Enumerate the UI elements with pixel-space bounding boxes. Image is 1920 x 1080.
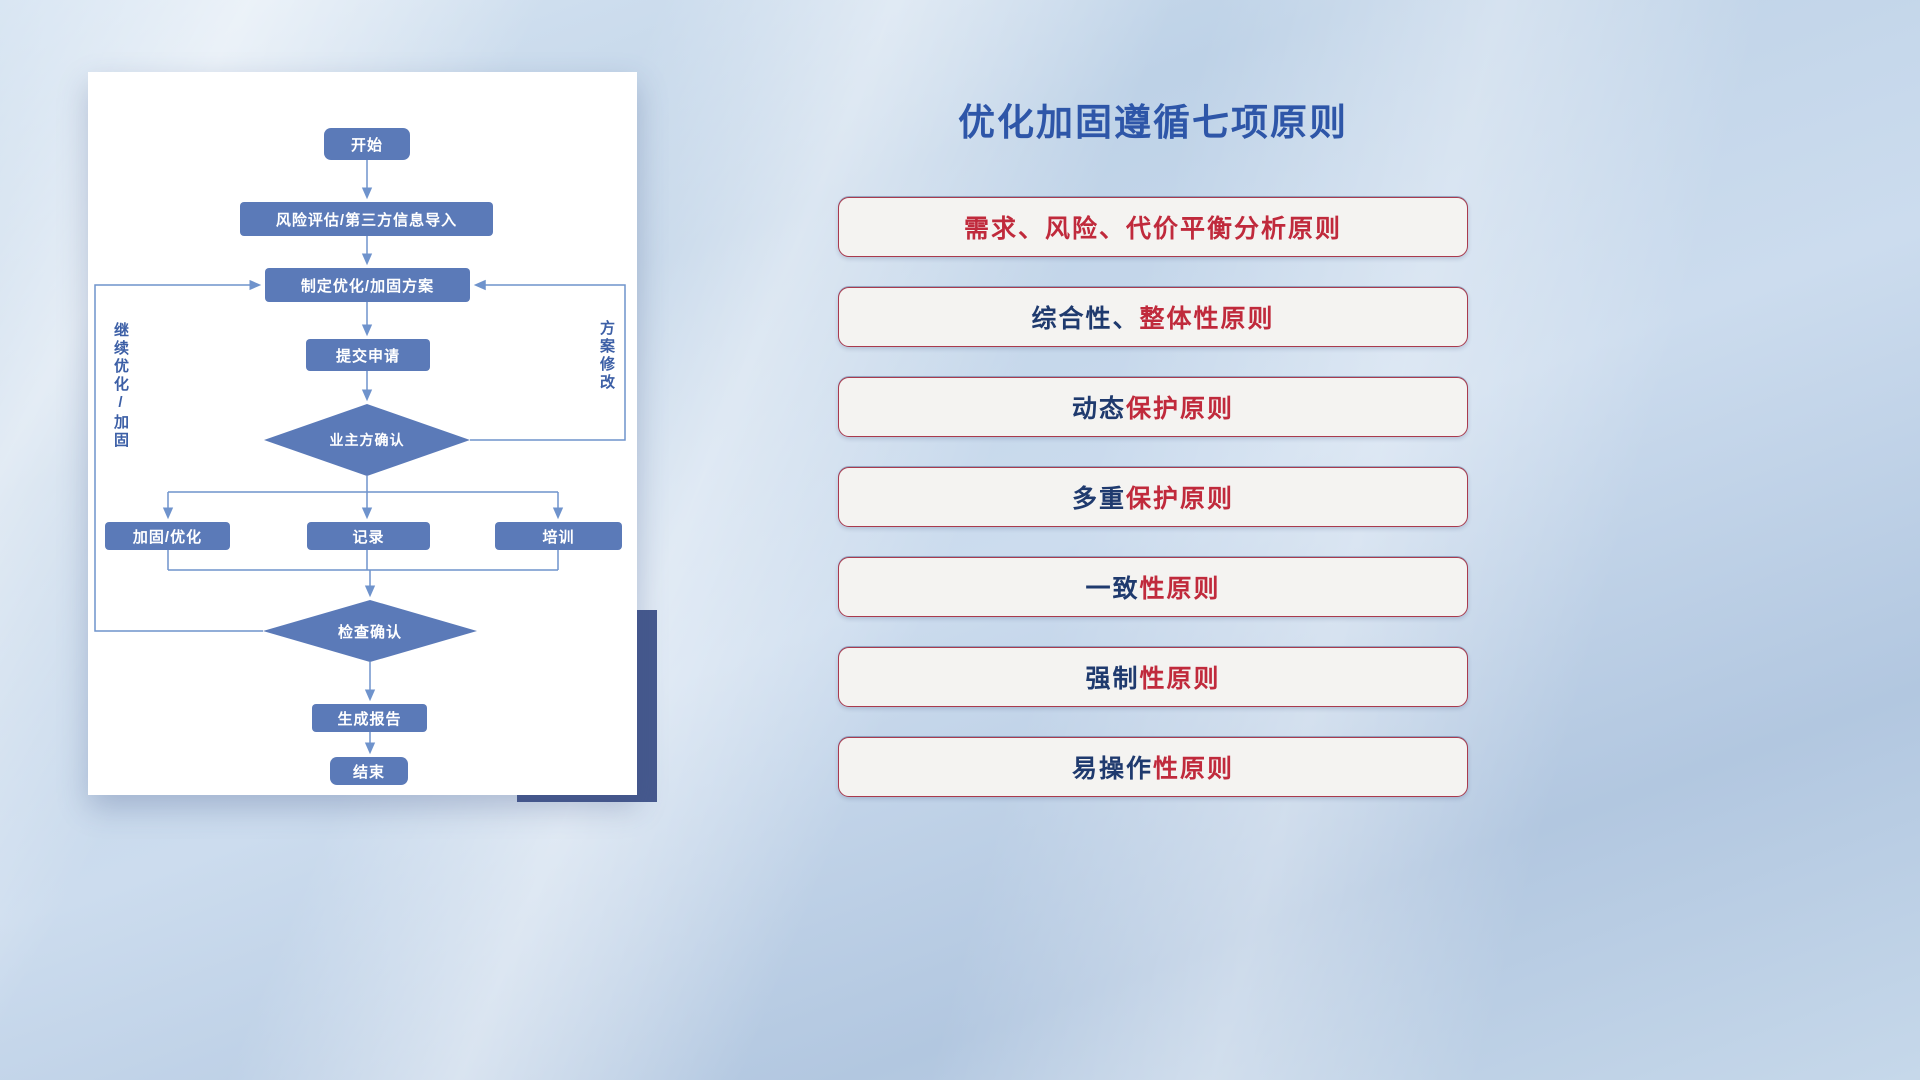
- principle-item-3: 动态保护原则: [838, 377, 1468, 437]
- principle-text-red: 性原则: [1153, 755, 1235, 783]
- loop-label-continue-optimize: 继续优化/加固: [112, 322, 129, 450]
- principles-list: 需求、风险、代价平衡分析原则 综合性、整体性原则 动态保护原则 多重保护原则 一…: [838, 197, 1468, 797]
- principle-text-red: 保护原则: [1126, 485, 1235, 513]
- principle-text-red: 性原则: [1139, 665, 1221, 693]
- flow-node-report: 生成报告: [312, 704, 427, 732]
- flow-node-train: 培训: [495, 522, 622, 550]
- principle-text-blue: 一致: [1085, 575, 1140, 603]
- principle-item-1: 需求、风险、代价平衡分析原则: [838, 197, 1468, 257]
- principle-text-red: 整体性原则: [1139, 305, 1275, 333]
- principle-text-blue: 强制: [1085, 665, 1140, 693]
- principle-text-blue: 易操作: [1071, 755, 1153, 783]
- flow-node-submit: 提交申请: [306, 339, 430, 371]
- principle-item-5: 一致性原则: [838, 557, 1468, 617]
- principle-item-4: 多重保护原则: [838, 467, 1468, 527]
- principle-item-6: 强制性原则: [838, 647, 1468, 707]
- flow-node-plan: 制定优化/加固方案: [265, 268, 470, 302]
- flowchart-card: 开始 风险评估/第三方信息导入 制定优化/加固方案 提交申请 业主方确认 加固/…: [88, 72, 637, 795]
- principle-text-blue: 综合性、: [1031, 305, 1140, 333]
- loop-label-plan-revision: 方案修改: [598, 320, 615, 392]
- flow-node-risk: 风险评估/第三方信息导入: [240, 202, 493, 236]
- flow-node-start: 开始: [324, 128, 410, 160]
- principle-text-red: 需求、风险、代价平衡分析原则: [963, 215, 1342, 243]
- flow-node-record: 记录: [307, 522, 430, 550]
- flow-node-end: 结束: [330, 757, 408, 785]
- flow-node-harden: 加固/优化: [105, 522, 230, 550]
- flowchart-connectors: [94, 160, 626, 755]
- principle-text-red: 保护原则: [1126, 395, 1235, 423]
- page-title: 优化加固遵循七项原则: [958, 102, 1348, 143]
- principle-text-blue: 动态: [1071, 395, 1126, 423]
- principle-text-red: 性原则: [1139, 575, 1221, 603]
- principle-text-blue: 多重: [1071, 485, 1126, 513]
- principle-item-7: 易操作性原则: [838, 737, 1468, 797]
- principle-item-2: 综合性、整体性原则: [838, 287, 1468, 347]
